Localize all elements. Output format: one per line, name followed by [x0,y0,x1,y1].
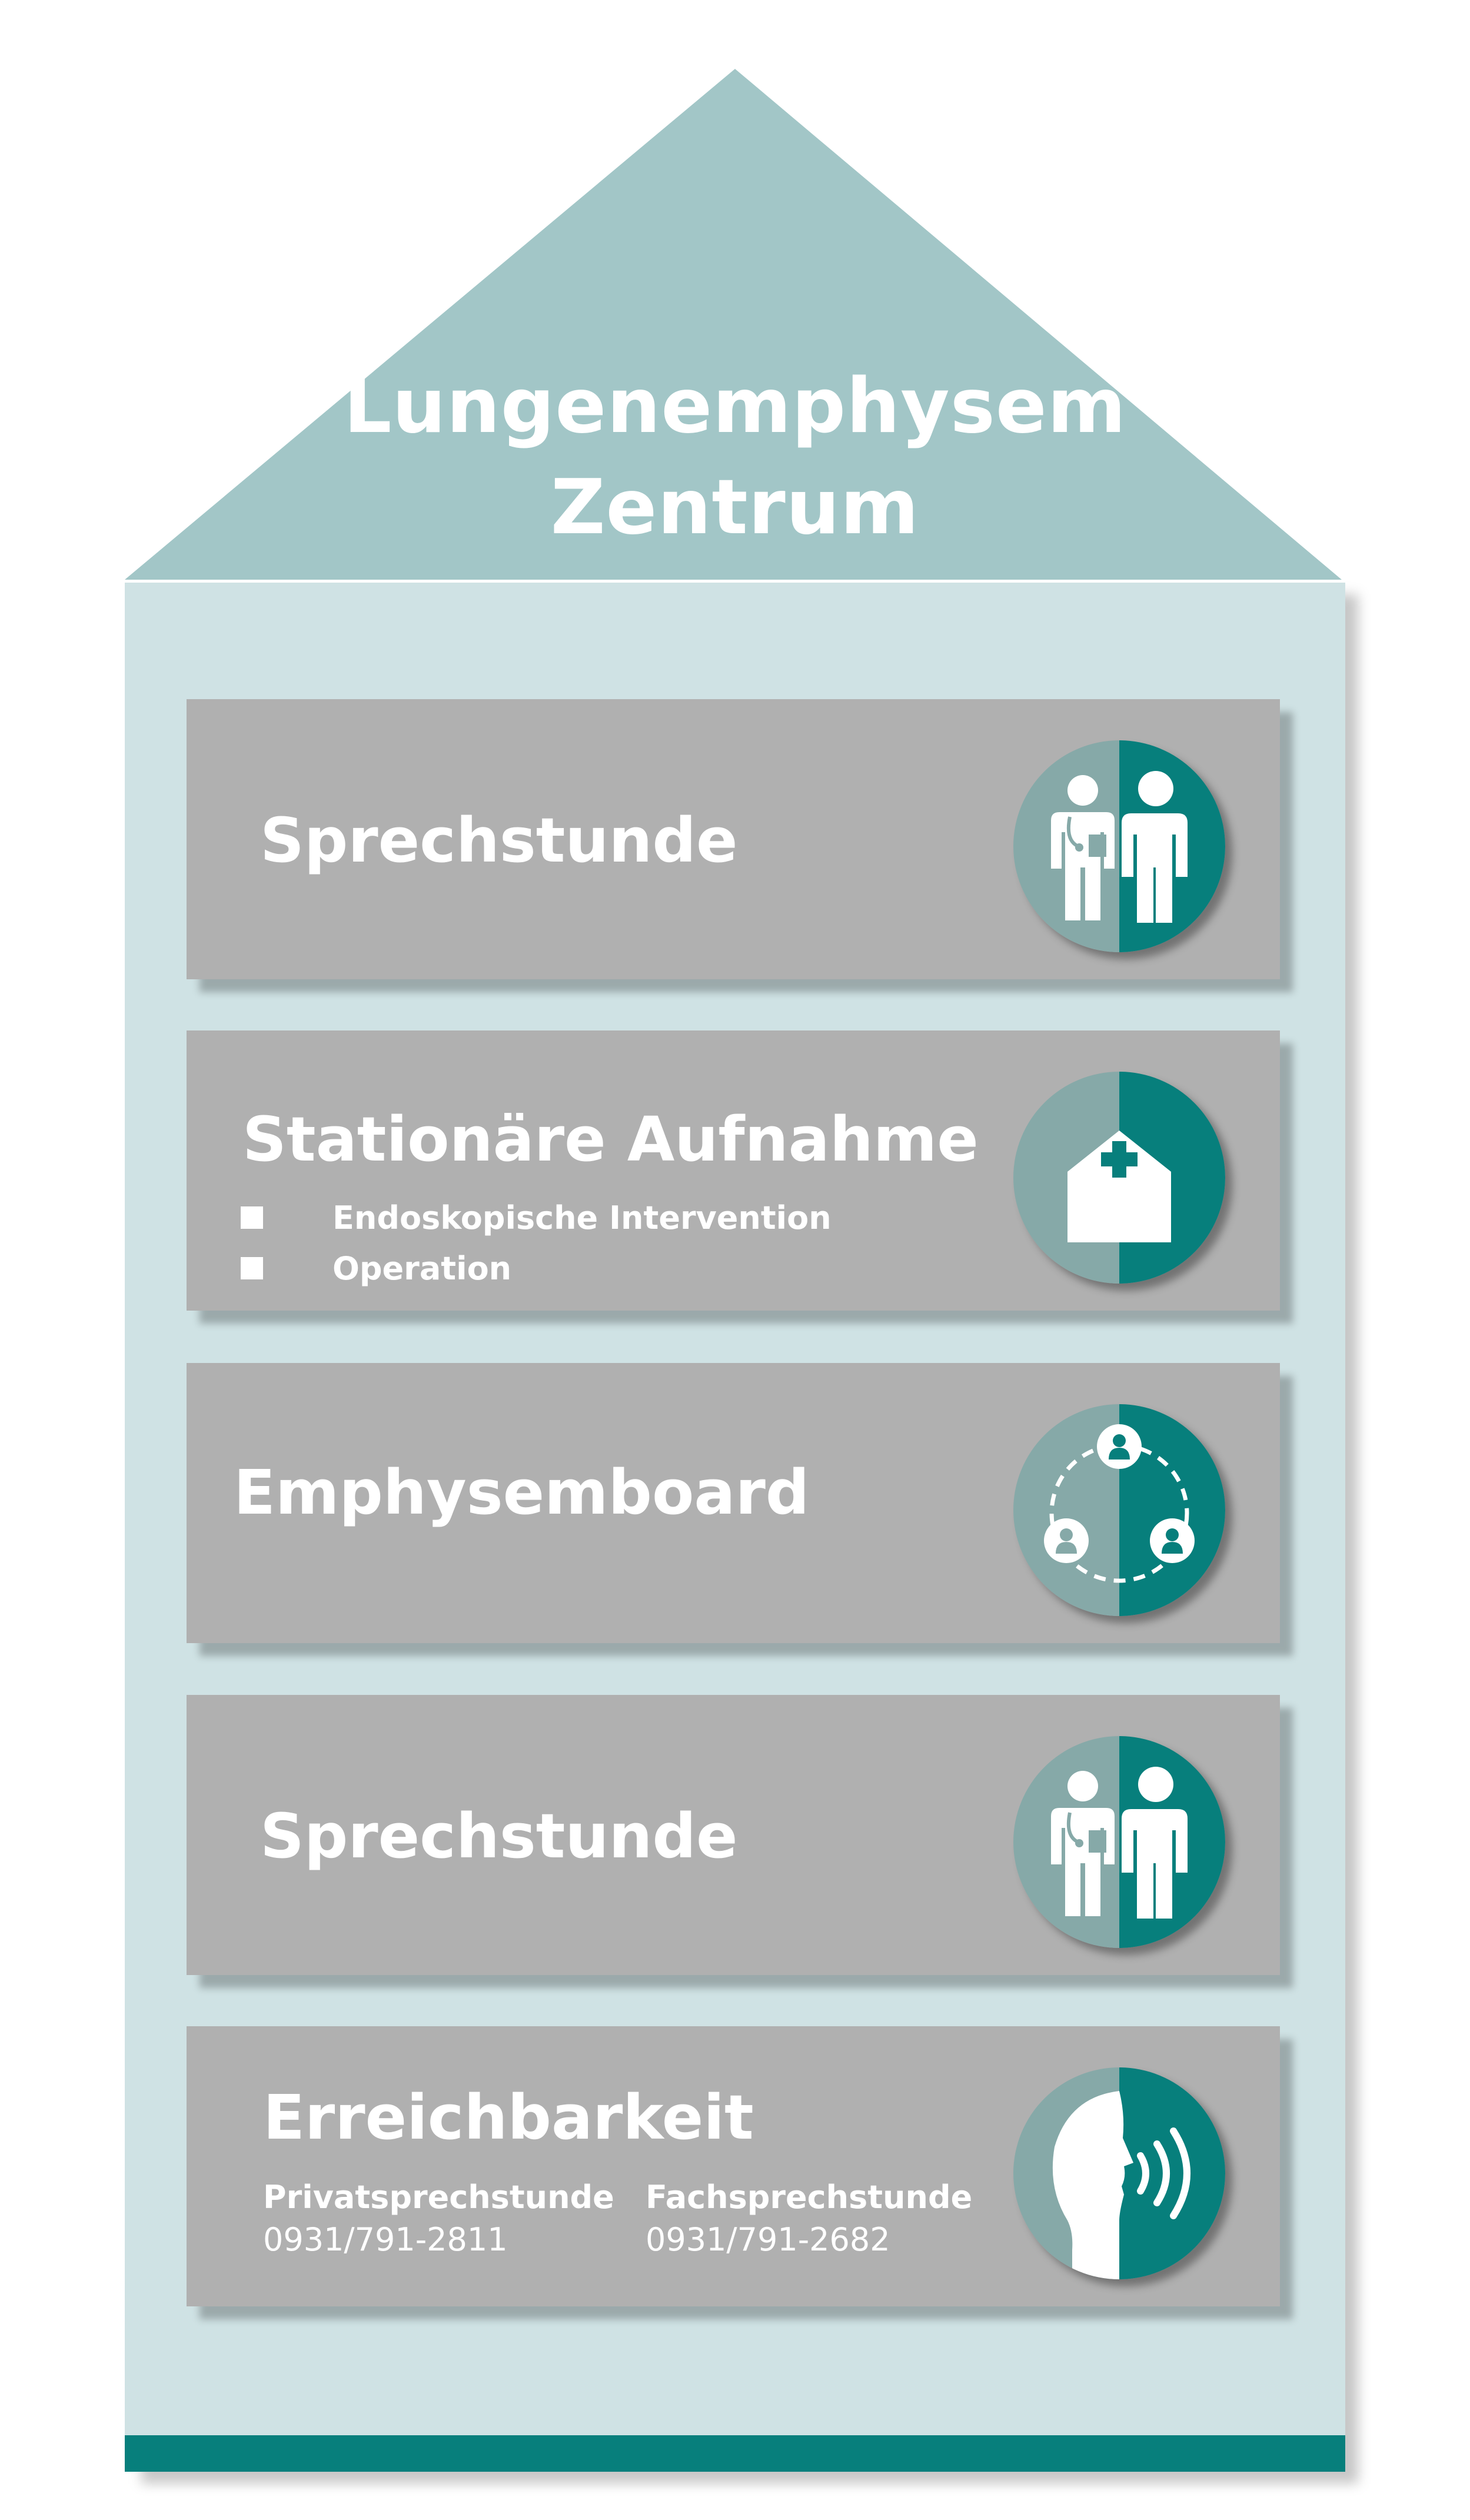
doctor-patient-icon [1013,1736,1225,1948]
panel-emphysemboard[interactable]: Emphysemboard [187,1363,1280,1643]
speaking-head-icon [1013,2067,1225,2279]
panel-title: Stationäre Aufnahme [242,1103,979,1175]
panel-sprechstunde-2[interactable]: Sprechstunde [187,1695,1280,1975]
house-roof [125,69,1342,580]
panel-title: Sprechstunde [260,1800,738,1872]
panel-title: Emphysemboard [234,1457,810,1528]
panel-stationaere-aufnahme[interactable]: Stationäre Aufnahme Endoskopische Interv… [187,1030,1280,1311]
bullet-square-icon [241,1206,263,1229]
panel-title: Sprechstunde [260,804,738,876]
contact-phone[interactable]: 0931/791-2682 [646,2221,890,2258]
bullet-square-icon [241,1257,263,1279]
house-base [125,2435,1345,2472]
doctor-patient-icon [1013,740,1225,952]
bullet-list: Endoskopische Intervention Operation [241,1192,832,1294]
panel-sprechstunde-1[interactable]: Sprechstunde [187,699,1280,979]
contact-label: Fachsprechstunde [646,2179,973,2216]
contact-phone[interactable]: 0931/791-2811 [263,2221,508,2258]
list-item: Operation [241,1243,832,1294]
hospital-icon [1013,1072,1225,1284]
contact-specialist: Fachsprechstunde 0931/791-2682 [646,2176,1028,2261]
team-network-icon [1013,1404,1225,1616]
list-item: Endoskopische Intervention [241,1192,832,1243]
center-title-line1: Lungenemphysem [343,363,1127,450]
center-title: Lungenemphysem Zentrum [0,356,1470,558]
contact-label: Privatsprechstunde [263,2179,614,2216]
panel-erreichbarkeit[interactable]: Erreichbarkeit Privatsprechstunde 0931/7… [187,2026,1280,2306]
center-title-line2: Zentrum [550,464,920,551]
contact-list: Privatsprechstunde 0931/791-2811 Fachspr… [263,2176,1028,2261]
panel-title: Erreichbarkeit [263,2082,754,2153]
contact-private: Privatsprechstunde 0931/791-2811 [263,2176,646,2261]
